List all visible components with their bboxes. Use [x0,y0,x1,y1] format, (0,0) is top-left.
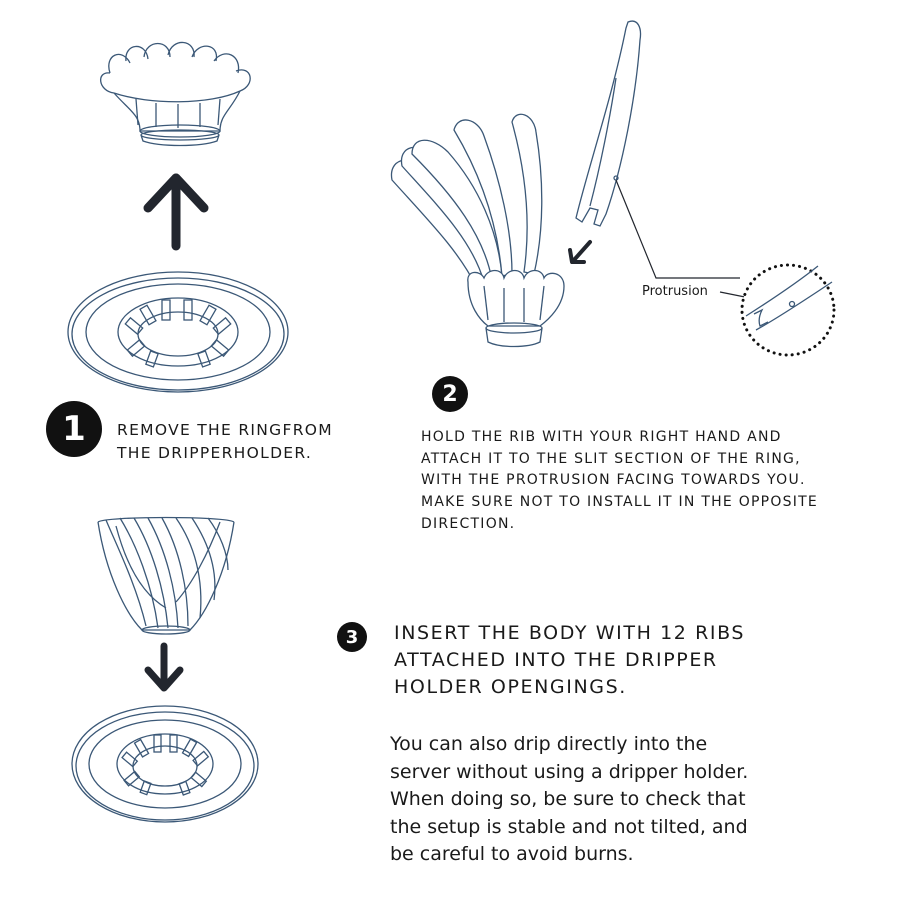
step-1-number: 1 [62,409,86,449]
protrusion-label: Protrusion [642,284,708,299]
step-1-line: THE DRIPPERHOLDER. [117,444,313,463]
step-2-number: 2 [442,381,458,407]
note-line: the setup is stable and not tilted, and [390,815,748,838]
arrow-up-icon [143,173,209,251]
ribs-attached-illustration [390,113,565,348]
step-3-badge: 3 [337,622,367,652]
step-1-badge: 1 [46,401,102,457]
ring-illustration [100,41,251,147]
step-1-instructions: REMOVE THE RINGFROM THE DRIPPERHOLDER. [117,419,377,466]
step-2-badge: 2 [432,376,468,412]
step-3-number: 3 [345,626,359,648]
protrusion-zoom-circle [740,263,836,357]
step-1-line: REMOVE THE RINGFROM [117,421,333,439]
step-2-line: MAKE SURE NOT TO INSTALL IT IN THE OPPOS… [421,494,819,511]
note-line: be careful to avoid burns. [390,843,634,866]
step-3-line: ATTACHED INTO THE DRIPPER [394,648,718,671]
note-line: When doing so, be sure to check that [390,788,746,811]
insert-arrow-icon [568,240,592,264]
dripper-body-illustration [97,516,235,635]
step-2-line: DIRECTION. [421,515,516,532]
step-2-instructions: HOLD THE RIB WITH YOUR RIGHT HAND AND AT… [421,427,891,535]
step-3-line: HOLDER OPENGINGS. [394,675,627,698]
note-line: You can also drip directly into the [390,733,708,755]
note-line: server without using a dripper holder. [390,760,749,783]
dripper-holder-illustration-2 [71,705,259,823]
step-2-line: HOLD THE RIB WITH YOUR RIGHT HAND AND [421,429,782,445]
step-2-line: ATTACH IT TO THE SLIT SECTION OF THE RIN… [421,450,801,467]
dripper-holder-illustration [67,271,289,393]
arrow-down-icon [144,642,184,692]
note-paragraph: You can also drip directly into the serv… [390,731,840,869]
single-rib-illustration [575,20,642,227]
step-2-line: WITH THE PROTRUSION FACING TOWARDS YOU. [421,472,806,489]
step-3-instructions: INSERT THE BODY WITH 12 RIBS ATTACHED IN… [394,620,814,701]
step-3-line: INSERT THE BODY WITH 12 RIBS [394,622,746,644]
